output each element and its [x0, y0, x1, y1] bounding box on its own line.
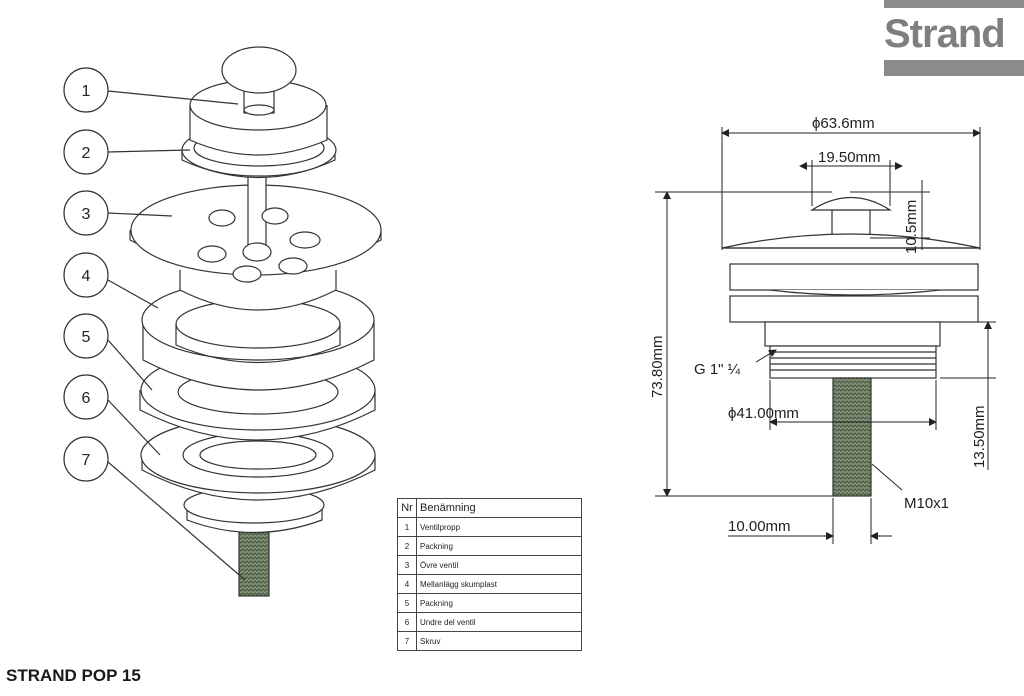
parts-header-nr: Nr: [397, 498, 417, 518]
parts-table-header: Nr Benämning: [397, 498, 582, 518]
callout-6: [63, 374, 109, 420]
callout-label-4: 4: [82, 268, 91, 285]
dim-outer-diameter: ϕ63.6mm: [812, 115, 875, 132]
callout-5: [63, 313, 109, 359]
dim-knob-diameter: 19.50mm: [818, 149, 881, 166]
table-cell-nr: 6: [397, 612, 417, 632]
table-cell-nr: 4: [397, 574, 417, 594]
callout-label-5: 5: [82, 329, 91, 346]
exploded-view: [129, 46, 382, 597]
dim-screw-thread: M10x1: [904, 495, 949, 512]
callout-4: [63, 252, 109, 298]
table-cell-nr: 2: [397, 536, 417, 556]
dimension-lines: [655, 127, 996, 544]
part-6-lower-valve: [140, 416, 376, 534]
table-cell-name: Packning: [416, 536, 582, 556]
table-cell-name: Ventilpropp: [416, 517, 582, 537]
part-3-upper-valve: [129, 159, 382, 311]
table-cell-nr: 5: [397, 593, 417, 613]
callout-label-2: 2: [82, 145, 91, 162]
table-cell-name: Undre del ventil: [416, 612, 582, 632]
brand-logo: Strand: [884, 0, 1024, 76]
callout-2: [63, 129, 109, 175]
table-cell-nr: 1: [397, 517, 417, 537]
table-cell-name: Skruv: [416, 631, 582, 651]
dim-screw-diameter: 10.00mm: [728, 518, 791, 535]
dim-knob-height: 10.5mm: [903, 200, 920, 254]
callout-label-1: 1: [82, 83, 91, 100]
part-1-plug: [189, 46, 328, 156]
part-4-foam-spacer: [141, 279, 375, 391]
callout-3: [63, 190, 109, 236]
table-cell-nr: 3: [397, 555, 417, 575]
callouts: [63, 67, 246, 581]
side-view: [721, 196, 981, 497]
callout-labels: 1 2 3 4 5 6 7: [82, 83, 91, 469]
dimension-labels: ϕ63.6mm 19.50mm 10.5mm 73.80mm G 1" ¼ ϕ4…: [649, 115, 988, 535]
dim-thread: G 1" ¼: [694, 361, 741, 378]
logo-top-bar: [884, 0, 1024, 8]
callout-1: [63, 67, 109, 113]
table-cell-name: Packning: [416, 593, 582, 613]
logo-text: Strand: [884, 12, 1006, 56]
callout-7: [63, 436, 109, 482]
parts-header-name: Benämning: [416, 498, 582, 518]
product-title: STRAND POP 15: [6, 666, 141, 685]
callout-label-3: 3: [82, 206, 91, 223]
table-cell-nr: 7: [397, 631, 417, 651]
callout-label-7: 7: [82, 452, 91, 469]
callout-label-6: 6: [82, 390, 91, 407]
logo-bottom-bar: [884, 60, 1024, 76]
table-cell-name: Mellanlägg skumplast: [416, 574, 582, 594]
dim-total-height: 73.80mm: [649, 335, 666, 398]
dim-thread-diameter: ϕ41.00mm: [728, 405, 799, 422]
dim-thread-height: 13.50mm: [971, 405, 988, 468]
table-cell-name: Övre ventil: [416, 555, 582, 575]
